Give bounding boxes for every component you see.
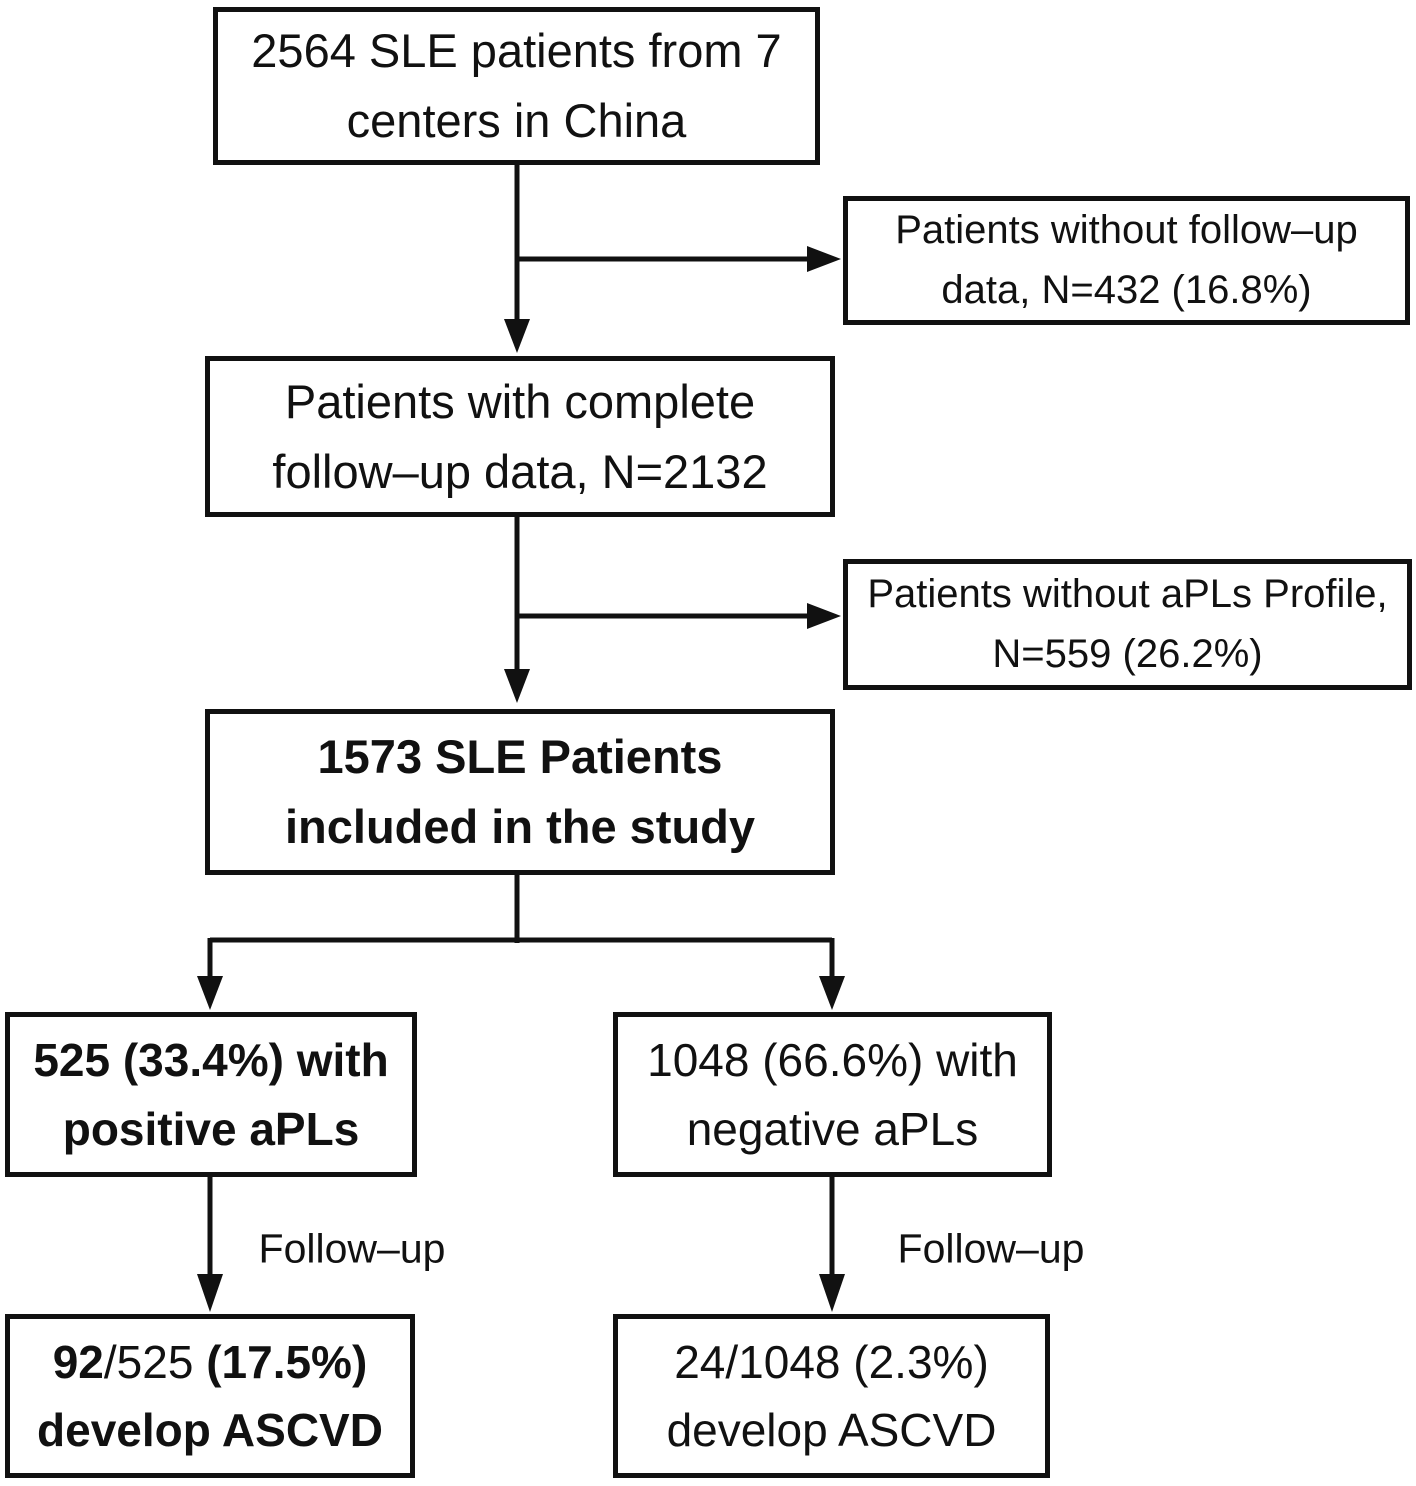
box-included-line1: 1573 SLE Patients [317, 730, 723, 784]
box-positive-apls-line2: positive aPLs [62, 1102, 360, 1155]
box-negative-ascvd-line2: develop ASCVD [666, 1404, 997, 1456]
box-positive-ascvd-line2: develop ASCVD [37, 1404, 383, 1456]
positive-ascvd-percent: (17.5%) [206, 1335, 368, 1388]
box-enrollment: 2564 SLE patients from 7 centers in Chin… [213, 7, 820, 165]
box-enrollment-line1: 2564 SLE patients from 7 [251, 24, 782, 78]
arrow-excluded-followup-head [807, 246, 841, 272]
box-negative-apls-line1: 1048 (66.6%) with [647, 1034, 1018, 1087]
box-complete-followup: Patients with complete follow–up data, N… [205, 356, 835, 517]
box-negative-ascvd-line1: 24/1048 (2.3%) [674, 1335, 989, 1388]
box-negative-apls-line2: negative aPLs [686, 1102, 979, 1155]
box-complete-followup-line1: Patients with complete [284, 374, 756, 428]
arrow-to-negative-apls-head [819, 976, 845, 1010]
box-negative-apls: 1048 (66.6%) with negative aPLs [613, 1012, 1052, 1177]
box-excluded-apls-line1: Patients without aPLs Profile, [867, 572, 1388, 617]
arrow-positive-followup-head [197, 1274, 223, 1312]
box-excluded-followup-line1: Patients without follow–up [895, 208, 1358, 253]
arrow-complete-to-included-head [504, 669, 530, 703]
arrow-negative-followup-head [819, 1274, 845, 1312]
box-complete-followup-line2: follow–up data, N=2132 [272, 444, 768, 498]
box-enrollment-line2: centers in China [346, 94, 687, 147]
followup-label-left: Follow–up [258, 1225, 446, 1272]
box-positive-ascvd-line1: 92/525 (17.5%) [53, 1328, 368, 1396]
followup-label-right: Follow–up [897, 1225, 1085, 1272]
positive-ascvd-denominator: /525 [103, 1335, 207, 1388]
positive-ascvd-numerator: 92 [52, 1335, 104, 1388]
box-included: 1573 SLE Patients included in the study [205, 709, 835, 875]
arrow-enrollment-to-complete-head [504, 319, 530, 353]
box-positive-apls-line1: 525 (33.4%) with [33, 1034, 389, 1087]
box-negative-ascvd: 24/1048 (2.3%) develop ASCVD [613, 1314, 1050, 1478]
arrow-to-positive-apls-head [197, 976, 223, 1010]
box-positive-apls: 525 (33.4%) with positive aPLs [5, 1012, 417, 1177]
box-excluded-apls-line2: N=559 (26.2%) [992, 631, 1263, 676]
box-excluded-followup: Patients without follow–up data, N=432 (… [843, 196, 1410, 325]
box-positive-ascvd: 92/525 (17.5%) develop ASCVD [5, 1314, 415, 1478]
box-excluded-followup-line2: data, N=432 (16.8%) [941, 267, 1312, 312]
box-excluded-apls: Patients without aPLs Profile, N=559 (26… [843, 559, 1412, 690]
arrow-excluded-apls-head [807, 603, 841, 629]
box-included-line2: included in the study [284, 800, 756, 853]
